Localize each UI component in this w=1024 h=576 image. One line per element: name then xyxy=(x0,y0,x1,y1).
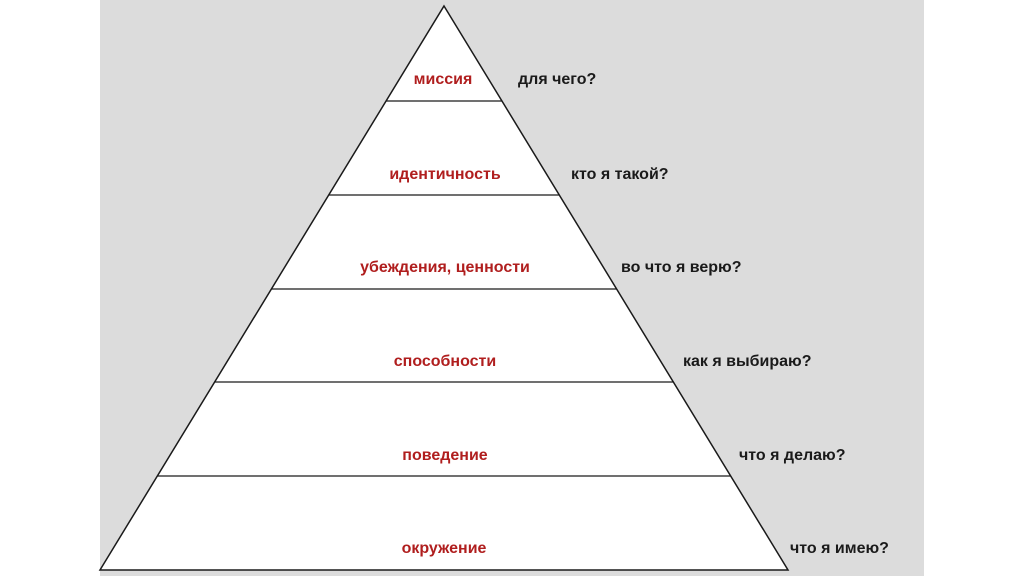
pyramid-labels: миссия идентичность убеждения, ценности спо… xyxy=(360,71,530,557)
level-question-1: для чего? xyxy=(518,71,596,88)
level-label-6: окружение xyxy=(402,540,487,557)
level-label-2: идентичность xyxy=(389,166,500,183)
level-question-2: кто я такой? xyxy=(571,166,669,183)
pyramid-questions: для чего? кто я такой? во что я верю? как я… xyxy=(518,71,889,557)
level-label-4: способности xyxy=(394,353,496,370)
level-question-5: что я делаю? xyxy=(739,447,845,464)
level-question-6: что я имею? xyxy=(790,540,889,557)
level-label-1: миссия xyxy=(414,71,473,88)
level-label-3: убеждения, ценности xyxy=(360,259,530,276)
level-label-5: поведение xyxy=(402,447,488,464)
pyramid-dividers xyxy=(157,100,731,477)
pyramid-triangle xyxy=(98,4,790,571)
level-question-3: во что я верю? xyxy=(621,259,742,276)
level-question-4: как я выбираю? xyxy=(683,353,811,370)
